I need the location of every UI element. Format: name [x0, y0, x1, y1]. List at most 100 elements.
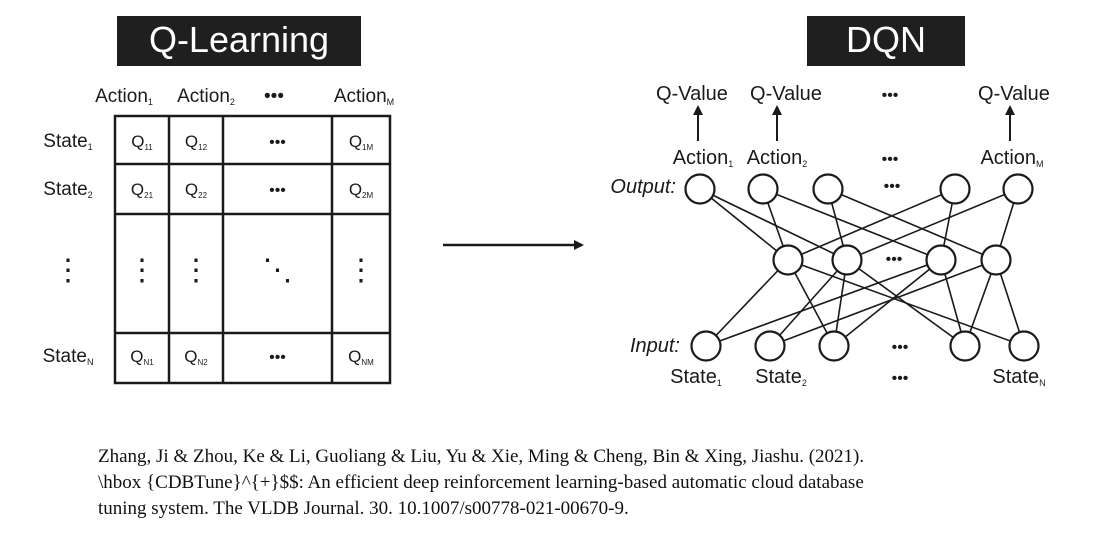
output-node [1002, 173, 1034, 205]
q-row-header-sub: 2 [88, 190, 93, 200]
q-cell-main: Q [348, 347, 361, 366]
dqn-edge [787, 259, 835, 347]
hidden-node [831, 244, 863, 276]
q-row-header-main: State [43, 131, 87, 152]
q-row-header-sub: 1 [88, 142, 93, 152]
output-node [812, 173, 844, 205]
q-cell: ••• [269, 182, 286, 199]
q-cell: Q22 [185, 180, 208, 200]
q-cell-sub: NM [361, 358, 374, 367]
q-cell-sub: 22 [198, 191, 207, 200]
dqn-state-label: StateN [992, 366, 1045, 388]
q-cell-sub: N2 [198, 358, 209, 367]
dqn-edge [699, 188, 848, 261]
dqn-action-label: ••• [882, 151, 899, 168]
q-cell-sub: 21 [144, 191, 153, 200]
q-row-header-main: State [43, 179, 87, 200]
citation-line-2: \hbox {CDBTune}^{+}$$: An efficient deep… [98, 472, 864, 493]
q-cell: ⋱ [263, 254, 293, 287]
q-value-label: ••• [882, 87, 899, 104]
dqn-state-label: ••• [892, 370, 909, 387]
q-col-header-main: ••• [264, 86, 284, 107]
q-cell-sub: 2M [362, 191, 373, 200]
dqn-edge [769, 259, 997, 347]
input-layer-label: Input: [630, 335, 680, 357]
dqn-edge [846, 188, 1019, 261]
q-cell-main: ⋮ [346, 254, 376, 287]
dqn-state-label-main: State [992, 366, 1039, 388]
q-row-header-main: ⋮ [53, 254, 83, 287]
q-cell-main: ⋱ [263, 254, 293, 287]
dqn-edge [699, 188, 789, 261]
q-cell-main: Q [349, 132, 362, 151]
input-ellipsis: ••• [892, 339, 909, 356]
q-row-header: State1 [43, 131, 92, 152]
q-cell: ⋮ [127, 254, 157, 287]
dqn-action-label: Action1 [673, 147, 734, 169]
dqn-action-label-sub: M [1036, 159, 1044, 169]
output-node [939, 173, 971, 205]
input-node [690, 330, 722, 362]
dqn-action-label-main: ••• [882, 151, 899, 168]
q-cell: Q1M [349, 132, 374, 152]
input-node [1008, 330, 1040, 362]
dqn-title-box [807, 16, 965, 66]
q-cell: ⋮ [181, 254, 211, 287]
q-col-header-main: Action [334, 86, 387, 107]
dqn-state-label-main: State [670, 366, 717, 388]
dqn-edge [833, 259, 942, 347]
q-cell-main: Q [185, 132, 198, 151]
q-cell: QN1 [130, 347, 154, 367]
output-node [747, 173, 779, 205]
dqn-action-label-sub: 1 [728, 159, 733, 169]
q-row-header: State2 [43, 179, 92, 200]
q-row-header-sub: N [87, 357, 94, 367]
dqn-state-label-sub: N [1039, 378, 1046, 388]
q-col-header: Action1 [95, 86, 153, 107]
q-cell-sub: 12 [198, 143, 207, 152]
q-col-header-sub: 1 [148, 97, 153, 107]
q-col-header: Action2 [177, 86, 235, 107]
q-col-header: ••• [264, 86, 284, 107]
q-cell: QNM [348, 347, 374, 367]
q-col-header-main: Action [95, 86, 148, 107]
q-cell: ••• [269, 349, 286, 366]
input-node [949, 330, 981, 362]
q-col-header-sub: 2 [230, 97, 235, 107]
dqn-edge [827, 188, 997, 261]
q-value-label: Q-Value [656, 83, 728, 105]
citation: Zhang, Ji & Zhou, Ke & Li, Guoliang & Li… [98, 444, 1058, 522]
output-layer-label: Output: [610, 176, 676, 198]
q-cell-main: ••• [269, 134, 286, 151]
q-row-header: ⋮ [53, 254, 83, 287]
q-cell: ••• [269, 134, 286, 151]
dqn-state-label-main: ••• [892, 370, 909, 387]
hidden-node [772, 244, 804, 276]
hidden-node [980, 244, 1012, 276]
dqn-state-label-sub: 1 [717, 378, 722, 388]
q-cell-main: Q [131, 180, 144, 199]
q-cell: Q2M [349, 180, 374, 200]
q-cell-main: Q [131, 132, 144, 151]
dqn-edge [762, 188, 942, 261]
q-cell: Q21 [131, 180, 154, 200]
q-cell: Q11 [131, 132, 153, 152]
citation-line-1: Zhang, Ji & Zhou, Ke & Li, Guoliang & Li… [98, 446, 865, 467]
input-node [818, 330, 850, 362]
q-cell-main: Q [349, 180, 362, 199]
dqn-action-label-main: Action [747, 147, 803, 169]
dqn-title: DQN [846, 19, 926, 60]
dqn-action-label-main: Action [673, 147, 729, 169]
q-col-header: ActionM [334, 86, 394, 107]
q-value-label: Q-Value [978, 83, 1050, 105]
q-learning-title-box [117, 16, 361, 66]
q-value-label: Q-Value [750, 83, 822, 105]
q-cell: ⋮ [346, 254, 376, 287]
q-cell-sub: N1 [144, 358, 155, 367]
dqn-edge [787, 259, 1025, 347]
q-cell-main: ••• [269, 349, 286, 366]
q-table-border [113, 114, 392, 385]
dqn-state-label: State1 [670, 366, 722, 388]
citation-line-3: tuning system. The VLDB Journal. 30. 10.… [98, 498, 629, 519]
